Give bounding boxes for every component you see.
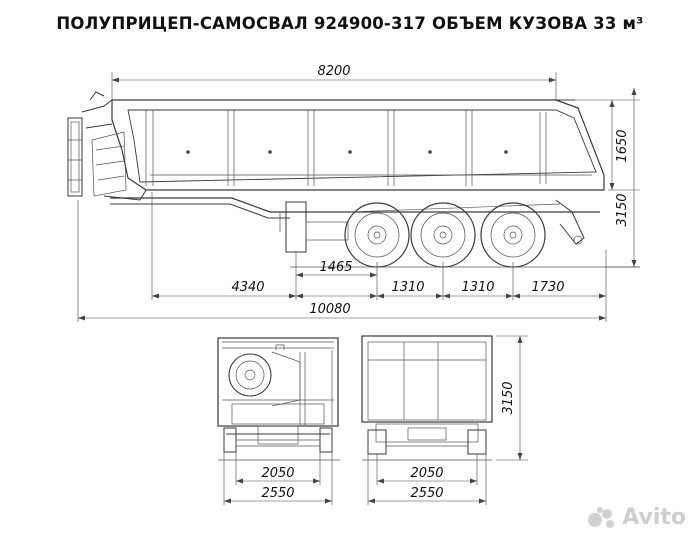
- dim-1310-a: 1310: [391, 280, 424, 295]
- side-dimensions: 8200 1650 3150 1465 4340 1310 1310 1730: [77, 64, 640, 322]
- dump-body: [111, 99, 605, 191]
- dim-rear-2050: 2050: [410, 466, 443, 481]
- rear-view: 3150 2050 2550: [361, 335, 528, 505]
- dim-front-2050: 2050: [261, 466, 294, 481]
- side-view: [67, 91, 640, 268]
- dim-rear-3150: 3150: [501, 381, 516, 414]
- drawing-title: ПОЛУПРИЦЕП-САМОСВАЛ 924900-317 ОБЪЕМ КУЗ…: [56, 14, 644, 33]
- avito-logo-icon: [588, 506, 615, 528]
- dim-4340: 4340: [231, 280, 264, 295]
- dim-rear-2550: 2550: [410, 486, 443, 501]
- dim-1730: 1730: [531, 280, 564, 295]
- wheel-2: [410, 202, 476, 268]
- avito-watermark: Avito: [586, 505, 686, 530]
- dim-8200: 8200: [317, 64, 350, 79]
- dim-front-2550: 2550: [261, 486, 294, 501]
- dim-3150-side: 3150: [615, 193, 630, 226]
- front-view: 2050 2550: [217, 337, 340, 505]
- dim-1465: 1465: [319, 260, 352, 275]
- avito-watermark-text: Avito: [622, 505, 686, 530]
- dim-10080: 10080: [309, 302, 350, 317]
- dim-1310-b: 1310: [461, 280, 494, 295]
- dim-1650: 1650: [615, 129, 630, 162]
- front-equipment: [67, 91, 147, 201]
